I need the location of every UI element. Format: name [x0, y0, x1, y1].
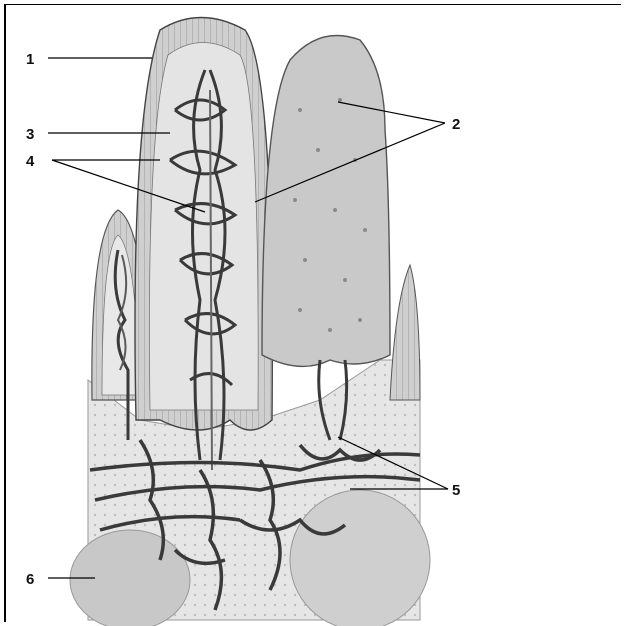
label-2: 2 [452, 116, 460, 133]
label-3: 3 [26, 126, 34, 143]
label-1: 1 [26, 51, 34, 68]
label-6: 6 [26, 571, 34, 588]
villus-main [135, 18, 272, 471]
villus-edge [390, 265, 420, 400]
lymph-nodule-right [290, 490, 430, 626]
label-4: 4 [26, 153, 35, 170]
label-5: 5 [452, 482, 460, 499]
